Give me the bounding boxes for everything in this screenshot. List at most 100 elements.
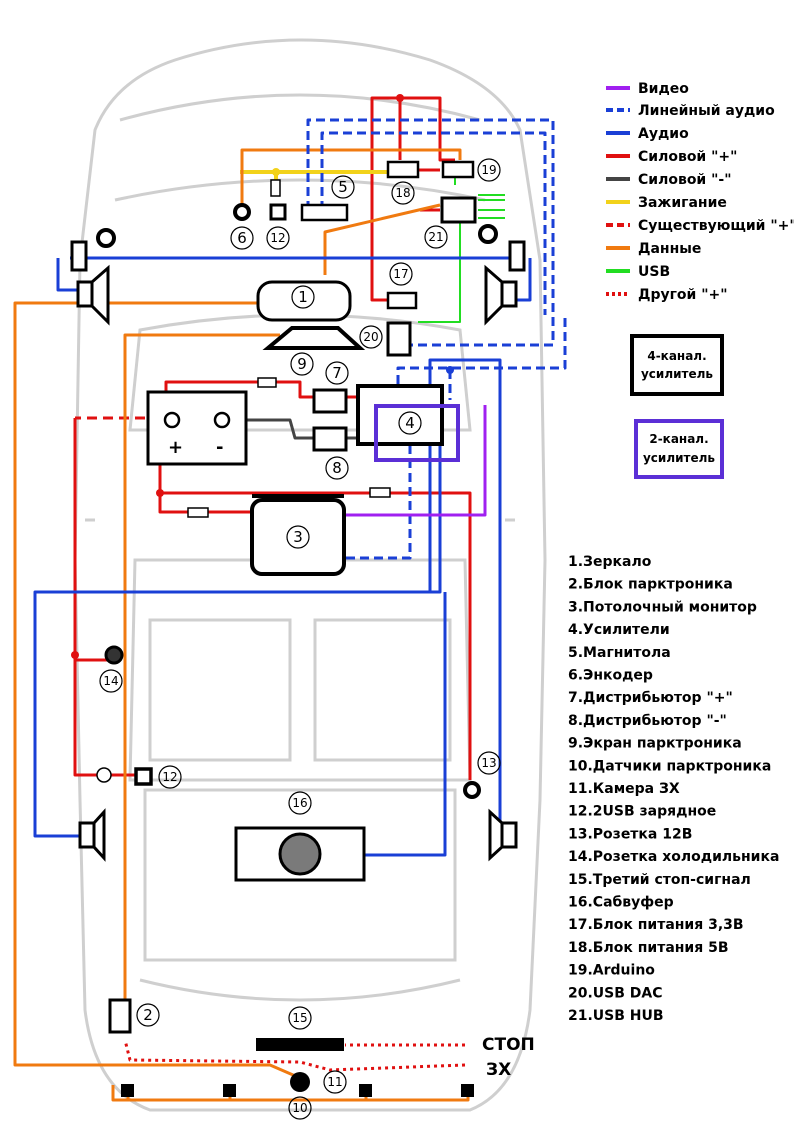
parking-sensor [121, 1084, 134, 1097]
distributor-minus [312, 426, 348, 452]
component-list-item: 4.Усилители [568, 622, 670, 638]
amp-4ch-legend: 4-канал. усилитель [630, 334, 724, 396]
amplifier-2ch [374, 404, 460, 462]
fridge-socket [104, 645, 124, 665]
legend-power-plus: Силовой "+" [638, 149, 737, 165]
tweeter-right [478, 224, 498, 244]
component-list-item: 15.Третий стоп-сигнал [568, 872, 751, 888]
psu-5v [386, 160, 420, 179]
marker-18: 18 [395, 186, 410, 200]
arduino [441, 160, 475, 179]
component-list-item: 2.Блок парктроника [568, 577, 733, 593]
component-list-item: 21.USB HUB [568, 1008, 664, 1024]
line-audio-wires [306, 118, 567, 560]
other-plus-wires [123, 1039, 466, 1072]
fuse [257, 377, 277, 388]
head-unit [300, 203, 349, 222]
legend-audio: Аудио [638, 126, 689, 142]
marker-6: 6 [237, 229, 247, 247]
marker-8: 8 [332, 459, 342, 477]
marker-14: 14 [103, 674, 118, 688]
usb-wires [418, 178, 505, 323]
video-wires [345, 405, 487, 517]
components [70, 94, 526, 1097]
usb-charger-rear [134, 767, 153, 786]
marker-19: 19 [481, 163, 496, 177]
usb-hub [440, 196, 477, 224]
component-list-item: 18.Блок питания 5В [568, 940, 729, 956]
legend-ignition: Зажигание [638, 195, 727, 211]
component-list-item: 3.Потолочный монитор [568, 599, 757, 615]
marker-21: 21 [428, 230, 443, 244]
component-list-item: 13.Розетка 12В [568, 826, 692, 842]
marker-11: 11 [327, 1075, 342, 1089]
marker-13: 13 [481, 756, 496, 770]
marker-2: 2 [143, 1006, 153, 1024]
rear-zx-label: ЗХ [486, 1060, 511, 1080]
component-list-item: 14.Розетка холодильника [568, 849, 779, 865]
legend-power-minus: Силовой "-" [638, 172, 732, 188]
battery [146, 390, 248, 466]
marker-12-rear: 12 [162, 770, 177, 784]
component-list-item: 19.Arduino [568, 963, 655, 979]
ceiling-monitor [250, 498, 346, 576]
marker-17: 17 [393, 267, 408, 281]
component-list-item: 5.Магнитола [568, 645, 671, 661]
number-labels: 1 2 3 4 5 6 7 8 9 10 11 12 12 13 14 15 1… [103, 163, 496, 1115]
marker-10: 10 [292, 1101, 307, 1115]
marker-9: 9 [297, 355, 307, 373]
amp-2ch-legend: 2-канал. усилитель [634, 419, 724, 479]
distributor-plus [312, 388, 348, 414]
legend-data: Данные [638, 241, 701, 257]
marker-20: 20 [363, 330, 378, 344]
parking-sensor [359, 1084, 372, 1097]
marker-4: 4 [405, 414, 415, 432]
component-list-item: 9.Экран парктроника [568, 736, 742, 752]
marker-16: 16 [292, 796, 307, 810]
subwoofer-cone [278, 832, 322, 876]
tweeter-left [96, 228, 116, 248]
switch [96, 767, 112, 783]
amp-2ch-line1: 2-канал. [649, 432, 708, 446]
battery-plus-terminal [163, 411, 181, 429]
legend-usb: USB [638, 264, 670, 280]
amp-2ch-line2: усилитель [643, 451, 715, 465]
amp-4ch-line2: усилитель [641, 367, 713, 381]
power-plus-wires [73, 96, 472, 780]
fuse [369, 487, 391, 498]
speaker-front-left [76, 264, 110, 326]
usb-dac [386, 321, 412, 357]
component-list-item: 8.Дистрибьютор "-" [568, 713, 727, 729]
legend-other-plus: Другой "+" [638, 287, 728, 303]
junction-dots [71, 94, 454, 659]
fuse [187, 507, 209, 518]
marker-3: 3 [293, 528, 303, 546]
crossover-right [508, 240, 526, 272]
component-list: 1.Зеркало 2.Блок парктроника 3.Потолочный … [568, 554, 779, 1024]
fuse-ignition [270, 179, 281, 197]
parktronic-screen [262, 326, 366, 350]
battery-minus-terminal [213, 411, 231, 429]
legend: Видео Линейный аудио Аудио Силовой "+" С… [606, 81, 794, 303]
legend-video: Видео [638, 81, 689, 97]
number-markers [99, 158, 501, 1120]
speaker-front-right [484, 264, 518, 326]
component-list-item: 1.Зеркало [568, 554, 652, 570]
component-list-item: 20.USB DAC [568, 985, 663, 1001]
parking-sensor [461, 1084, 474, 1097]
encoder [233, 203, 251, 221]
battery-minus-label: - [216, 437, 223, 458]
stop-label: СТОП [482, 1035, 535, 1055]
amplifier-4ch [356, 384, 444, 446]
component-list-item: 12.2USB зарядное [568, 804, 716, 820]
component-list-item: 10.Датчики парктроника [568, 758, 771, 774]
marker-15: 15 [292, 1011, 307, 1025]
legend-line-audio: Линейный аудио [638, 103, 775, 119]
marker-1: 1 [298, 288, 308, 306]
mirror-box [256, 280, 352, 322]
audio-wires [33, 256, 532, 857]
crossover-left [70, 240, 88, 272]
component-list-item: 6.Энкодер [568, 668, 653, 684]
speaker-rear-left [78, 808, 106, 862]
